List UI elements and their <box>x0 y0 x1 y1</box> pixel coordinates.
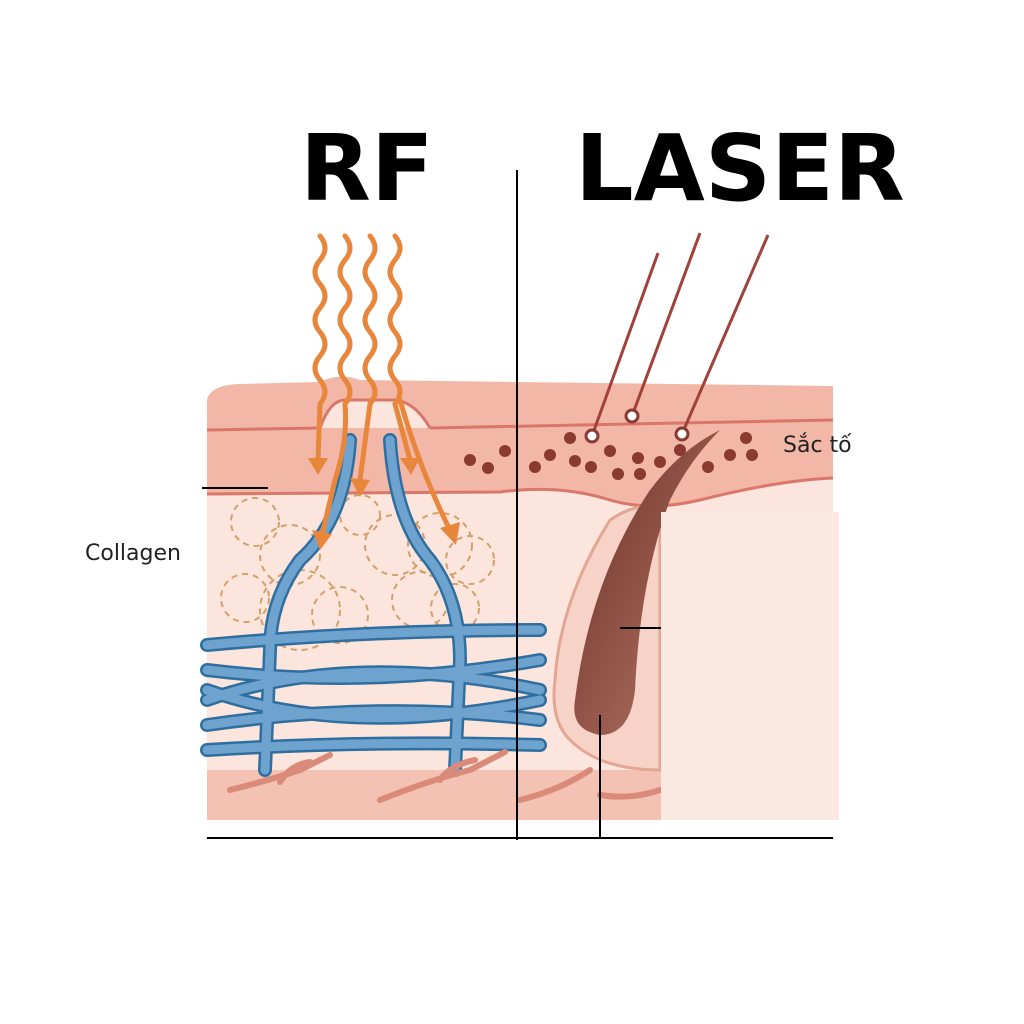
collagen-label: Collagen <box>85 541 181 566</box>
blank-panel <box>661 512 839 820</box>
epidermis-layer <box>207 376 833 506</box>
pigment-label: Sắc tố <box>783 433 852 458</box>
laser-target-points <box>584 408 690 444</box>
collagen-fibers <box>200 433 547 777</box>
laser-beams <box>590 232 770 437</box>
rf-waves <box>312 233 453 538</box>
rf-title: RF <box>300 115 434 222</box>
melanin-dots <box>464 432 758 480</box>
rf-arrowheads <box>308 458 460 550</box>
epidermis-line <box>206 418 834 432</box>
hair-shaft-icon <box>574 430 720 735</box>
indicator-lines <box>202 487 661 838</box>
hair-follicle <box>552 430 720 772</box>
laser-title: LASER <box>575 115 905 222</box>
blood-vessels <box>227 749 663 803</box>
